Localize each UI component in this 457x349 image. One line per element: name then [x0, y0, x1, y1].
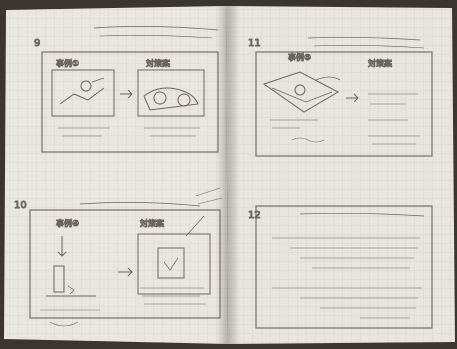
- case-tag: 事例⑤: [288, 52, 311, 62]
- sketch-panel-10: 10 事例④ 対策案: [14, 187, 223, 327]
- sketch-panel-11: 11 事例⑤ 対策案: [248, 36, 433, 157]
- sketch-panel-12: 12: [248, 205, 433, 329]
- page-number: 11: [248, 38, 261, 49]
- countermeasure-tag: 対策案: [140, 218, 164, 228]
- case-tag: 事例①: [56, 58, 79, 68]
- countermeasure-tag: 対策案: [146, 58, 170, 68]
- page-number: 9: [34, 38, 40, 49]
- notebook-pages: [4, 6, 455, 344]
- case-tag: 事例④: [56, 218, 79, 228]
- page-number: 10: [14, 200, 27, 211]
- countermeasure-tag: 対策案: [368, 58, 392, 68]
- sketch-panel-9: 9 事例① 対策案: [34, 26, 219, 153]
- page-number: 12: [248, 210, 261, 221]
